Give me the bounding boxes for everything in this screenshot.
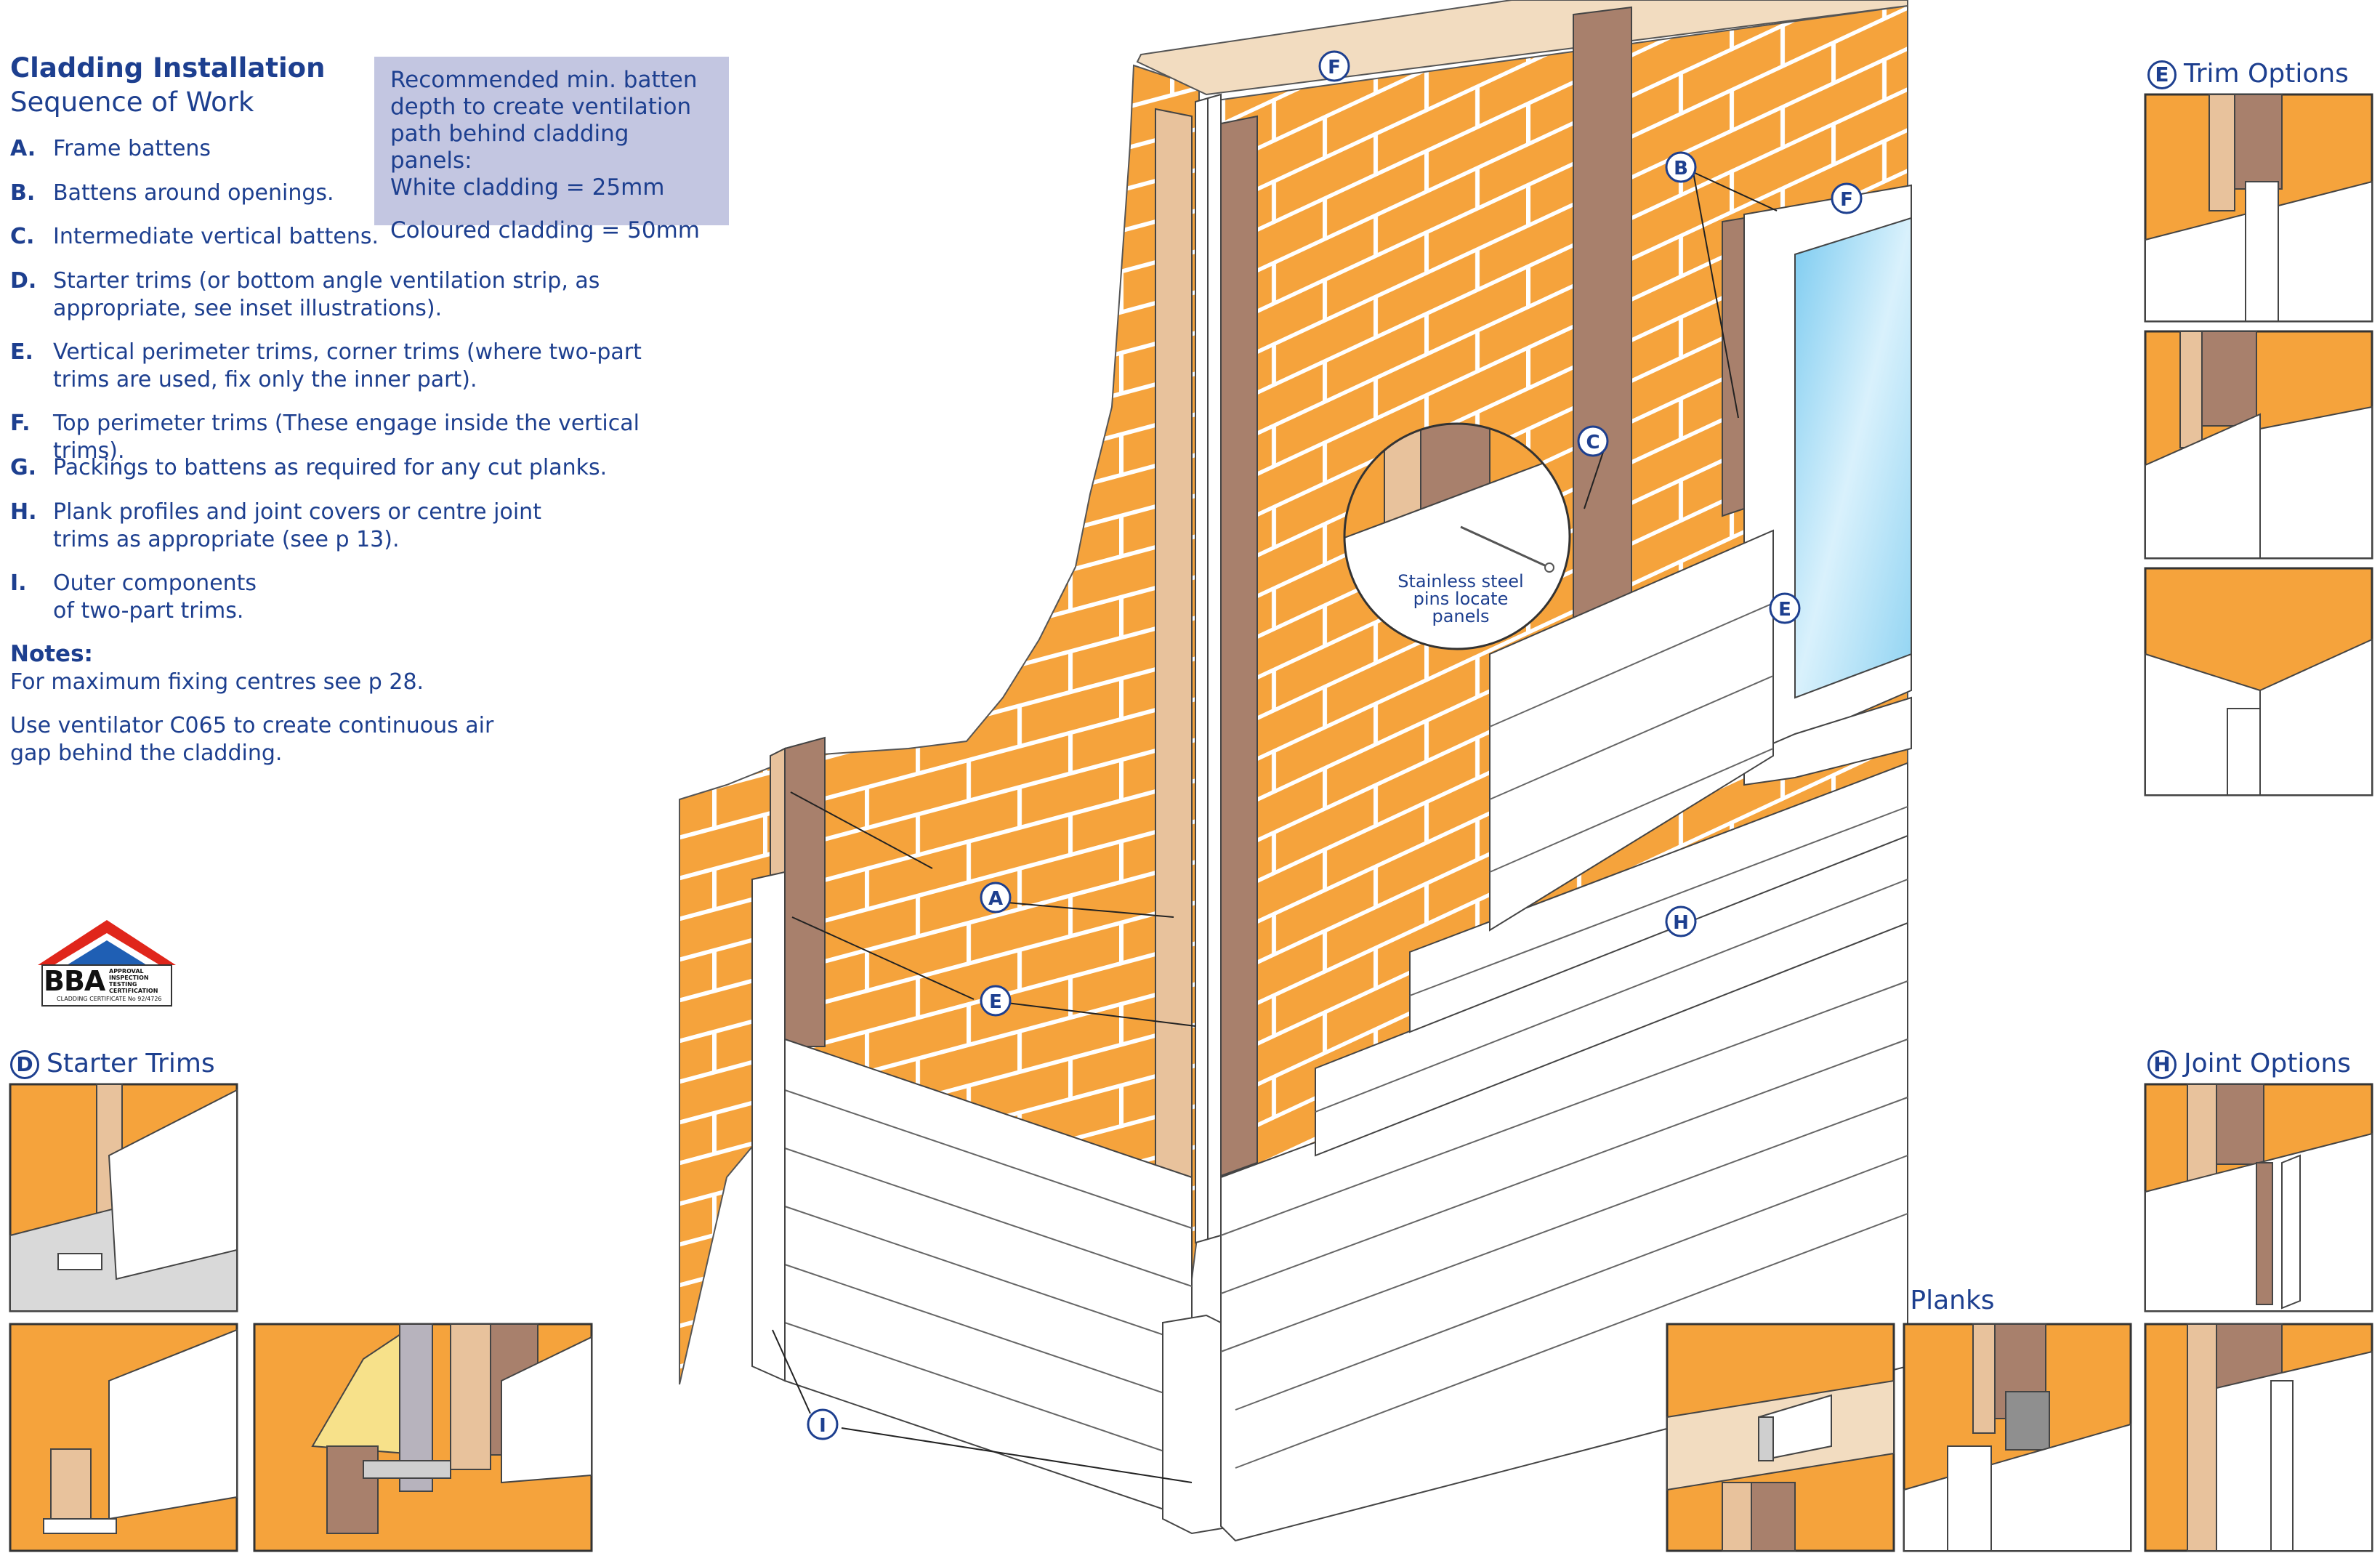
bba-small-1: APPROVAL xyxy=(109,968,144,975)
page-subtitle: Sequence of Work xyxy=(10,86,254,118)
step-text: Plank profiles and joint covers or centr… xyxy=(53,499,541,552)
left-outer-trim xyxy=(751,871,786,1382)
svg-text:F: F xyxy=(1328,57,1341,78)
page-title: Cladding Installation xyxy=(10,52,326,84)
magnifier-text-3: panels xyxy=(1432,606,1489,626)
step-i: I. Outer components of two-part trims. xyxy=(10,570,708,625)
upper-plank-3 xyxy=(1489,529,1774,932)
step-letter: G. xyxy=(10,455,37,480)
window-sill xyxy=(1743,696,1912,786)
step-text: Top perimeter trims (These engage inside… xyxy=(53,411,640,464)
joint-option-inset-2 xyxy=(2144,1323,2373,1552)
step-c: C. Intermediate vertical battens. xyxy=(10,223,708,251)
label-f-window: F xyxy=(1831,182,1863,214)
note-ventilator: Use ventilator C065 to create continuous… xyxy=(10,713,494,766)
bba-small-3: TESTING xyxy=(109,981,137,988)
magnifier-inset xyxy=(1344,424,1570,649)
joint-options-label: Joint Options xyxy=(2184,1049,2351,1078)
svg-text:H: H xyxy=(1673,912,1689,934)
batten-right-1 xyxy=(1220,115,1258,1177)
label-i: I xyxy=(807,1408,839,1440)
svg-text:I: I xyxy=(819,1415,826,1437)
bba-logo-graphic xyxy=(38,920,176,1007)
step-letter: E. xyxy=(10,339,33,365)
note-fixing-centres: For maximum fixing centres see p 28. xyxy=(10,669,424,695)
packing-inset-1 xyxy=(1666,1323,1895,1552)
svg-text:A: A xyxy=(988,888,1003,910)
step-text: Intermediate vertical battens. xyxy=(53,224,379,249)
starter-trims-letter: D xyxy=(10,1050,39,1079)
leader-lines xyxy=(772,172,1778,1483)
label-h: H xyxy=(1665,905,1697,937)
label-e-window: E xyxy=(1769,592,1801,624)
label-f-top: F xyxy=(1318,50,1350,82)
trim-option-inset-2 xyxy=(2144,330,2373,560)
bba-small-4: CERTIFICATION xyxy=(109,988,158,994)
starter-trim-inset-1 xyxy=(9,1083,238,1312)
svg-text:F: F xyxy=(1840,189,1853,211)
callout-line: Coloured cladding = 50mm xyxy=(390,217,700,243)
step-letter: C. xyxy=(10,224,35,249)
trim-option-inset-1 xyxy=(2144,93,2373,323)
step-e: E. Vertical perimeter trims, corner trims… xyxy=(10,339,708,394)
label-b: B xyxy=(1665,151,1697,183)
step-text: Vertical perimeter trims, corner trims (… xyxy=(53,339,642,392)
step-b: B. Battens around openings. xyxy=(10,180,708,207)
step-f: F. Top perimeter trims (These engage insi… xyxy=(10,410,708,465)
bba-small-2: INSPECTION xyxy=(109,975,149,981)
label-a: A xyxy=(980,882,1012,913)
svg-text:E: E xyxy=(989,991,1002,1013)
step-text: Starter trims (or bottom angle ventilati… xyxy=(53,268,600,321)
trim-options-label: Trim Options xyxy=(2184,59,2349,89)
notes-title: Notes: xyxy=(10,641,93,667)
step-h: H. Plank profiles and joint covers or cen… xyxy=(10,499,708,554)
callout-line: path behind cladding panels: xyxy=(390,121,629,174)
label-c: C xyxy=(1577,425,1609,457)
svg-text:E: E xyxy=(1778,599,1791,621)
batten-left-dark xyxy=(784,736,826,1047)
batten-depth-callout: Recommended min. batten depth to create … xyxy=(374,57,729,243)
step-letter: H. xyxy=(10,499,37,525)
starter-trims-label: Starter Trims xyxy=(47,1049,215,1078)
starter-trim-inset-3 xyxy=(253,1323,593,1552)
window-glass xyxy=(1794,217,1912,699)
batten-window xyxy=(1722,217,1745,517)
step-a: A. Frame battens xyxy=(10,135,708,163)
bba-cert: CLADDING CERTIFICATE No 92/4726 xyxy=(57,996,162,1002)
step-letter: I. xyxy=(10,570,27,596)
callout-line: Recommended min. batten xyxy=(390,67,698,93)
step-letter: B. xyxy=(10,180,36,206)
step-d: D. Starter trims (or bottom angle ventila… xyxy=(10,267,708,323)
callout-line: White cladding = 25mm xyxy=(390,174,665,201)
step-letter: A. xyxy=(10,136,36,161)
joint-options-letter: H xyxy=(2147,1050,2177,1079)
magnifier-text-2: pins locate xyxy=(1413,589,1509,609)
svg-text:C: C xyxy=(1586,432,1600,453)
svg-text:B: B xyxy=(1674,158,1688,180)
starter-trim-inset-2 xyxy=(9,1323,238,1552)
step-letter: D. xyxy=(10,268,37,294)
upper-plank-2 xyxy=(1409,762,1908,1033)
bba-mark: BBA xyxy=(44,965,105,997)
packing-inset-2 xyxy=(1903,1323,2132,1552)
step-text: Outer components of two-part trims. xyxy=(53,570,257,624)
step-text: Packings to battens as required for any … xyxy=(53,455,608,480)
step-text: Battens around openings. xyxy=(53,180,334,206)
starter-trims-heading: D Starter Trims xyxy=(10,1048,215,1080)
batten-left-light xyxy=(1155,108,1193,1222)
trim-options-letter: E xyxy=(2147,60,2177,89)
trim-option-inset-3 xyxy=(2144,567,2373,796)
step-letter: F. xyxy=(10,411,31,436)
label-e-left: E xyxy=(980,985,1012,1017)
magnifier-text-1: Stainless steel xyxy=(1397,571,1523,592)
magnifier-ring xyxy=(1343,422,1571,650)
callout-line: depth to create ventilation xyxy=(390,94,692,120)
step-g: G. Packings to battens as required for an… xyxy=(10,454,708,482)
step-text: Frame battens xyxy=(53,136,211,161)
joint-option-inset-1 xyxy=(2144,1083,2373,1312)
bba-logo: BBA APPROVAL INSPECTION TESTING CERTIFIC… xyxy=(38,917,176,1007)
